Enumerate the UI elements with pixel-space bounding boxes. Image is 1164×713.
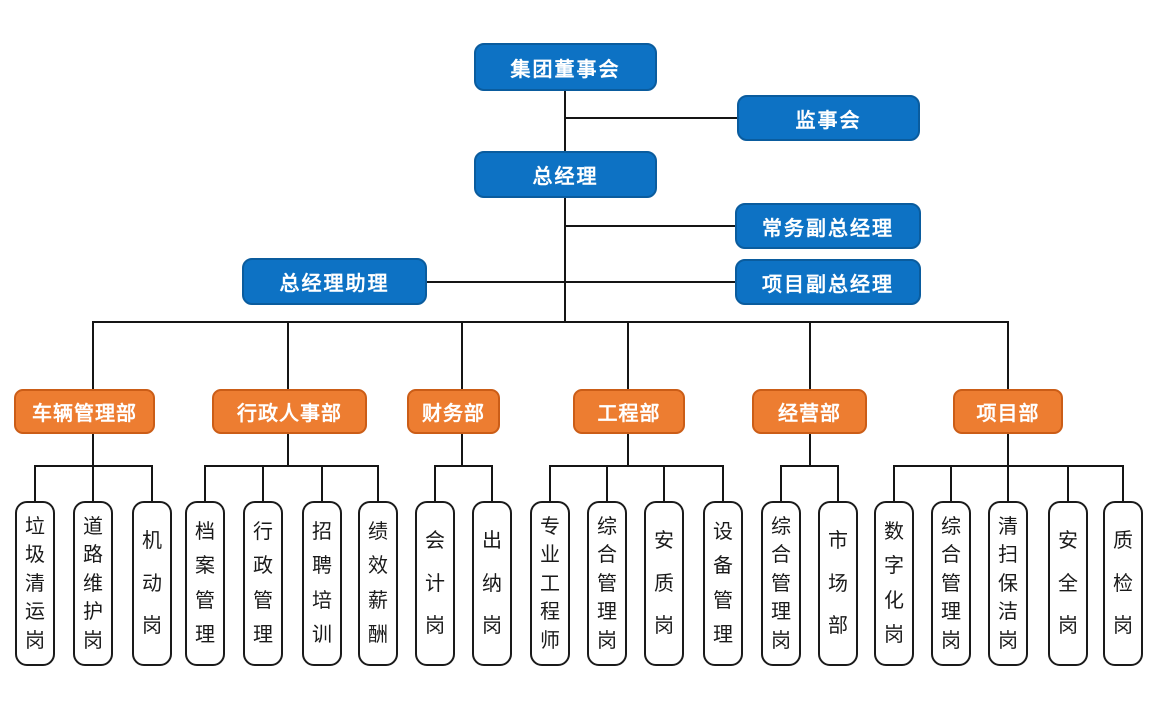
connector-dept-stem [1007,321,1009,389]
connector-child-drop [262,466,264,502]
connector-child-drop [321,466,323,502]
post-node-archives-management: 档案管理 [185,501,225,666]
org-node-board: 集团董事会 [474,43,657,91]
connector-dept-child-stem [809,434,811,467]
connector-dept-stem [92,321,94,389]
post-node-general-management-proj: 综合管理岗 [931,501,971,666]
connector-dept-child-stem [287,434,289,467]
connector-child-drop [950,466,952,502]
post-node-road-maintenance: 道路维护岗 [73,501,113,666]
org-node-project-deputy-gm: 项目副总经理 [735,259,921,305]
post-node-admin-management: 行政管理 [243,501,283,666]
connector-child-drop [92,466,94,502]
org-node-executive-deputy-gm: 常务副总经理 [735,203,921,249]
connector-dept-stem [627,321,629,389]
connector-child-drop [780,466,782,502]
connector-dept-stem [287,321,289,389]
connector-child-drop [34,466,36,502]
connector-supervisory-board [565,117,737,119]
dept-node-admin-hr: 行政人事部 [212,389,367,434]
connector-project-deputy-gm [565,281,735,283]
post-node-accounting: 会计岗 [415,501,455,666]
connector-child-bus [780,465,839,467]
connector-dept-child-stem [627,434,629,467]
connector-child-drop [1007,466,1009,502]
post-node-general-management-ops: 综合管理岗 [761,501,801,666]
connector-main-bus [92,321,1009,323]
connector-dept-stem [809,321,811,389]
connector-gm-assistant [427,281,565,283]
connector-child-drop [1122,466,1124,502]
dept-node-finance: 财务部 [407,389,500,434]
connector-child-drop [151,466,153,502]
post-node-equipment-management: 设备管理 [703,501,743,666]
connector-child-drop [549,466,551,502]
connector-dept-child-stem [461,434,463,467]
connector-dept-child-stem [1007,434,1009,467]
connector-exec-deputy-gm [565,225,735,227]
post-node-safety: 安全岗 [1048,501,1088,666]
connector-child-bus [549,465,724,467]
connector-child-drop [434,466,436,502]
post-node-recruitment-training: 招聘培训 [302,501,342,666]
connector-child-drop [377,466,379,502]
post-node-mobile: 机动岗 [132,501,172,666]
post-node-digitalization: 数字化岗 [874,501,914,666]
post-node-performance-compensation: 绩效薪酬 [358,501,398,666]
connector-dept-child-stem [92,434,94,467]
org-node-supervisory-board: 监事会 [737,95,920,141]
connector-child-drop [893,466,895,502]
dept-node-engineering: 工程部 [573,389,685,434]
dept-node-vehicle-management: 车辆管理部 [14,389,155,434]
connector-child-drop [837,466,839,502]
connector-child-bus [434,465,493,467]
post-node-cleaning: 清扫保洁岗 [988,501,1028,666]
connector-child-drop [204,466,206,502]
dept-node-operations: 经营部 [752,389,867,434]
post-node-safety-quality: 安质岗 [644,501,684,666]
post-node-quality-inspection: 质检岗 [1103,501,1143,666]
org-node-general-manager: 总经理 [474,151,657,198]
dept-node-project: 项目部 [953,389,1063,434]
connector-child-drop [491,466,493,502]
post-node-professional-engineer: 专业工程师 [530,501,570,666]
post-node-cashier: 出纳岗 [472,501,512,666]
connector-dept-stem [461,321,463,389]
post-node-garbage-collection: 垃圾清运岗 [15,501,55,666]
connector-child-drop [722,466,724,502]
connector-child-drop [606,466,608,502]
connector-child-drop [663,466,665,502]
connector-child-bus [204,465,379,467]
org-node-gm-assistant: 总经理助理 [242,258,427,305]
post-node-general-management-eng: 综合管理岗 [587,501,627,666]
post-node-market-dept: 市场部 [818,501,858,666]
connector-trunk [564,91,566,323]
connector-child-drop [1067,466,1069,502]
